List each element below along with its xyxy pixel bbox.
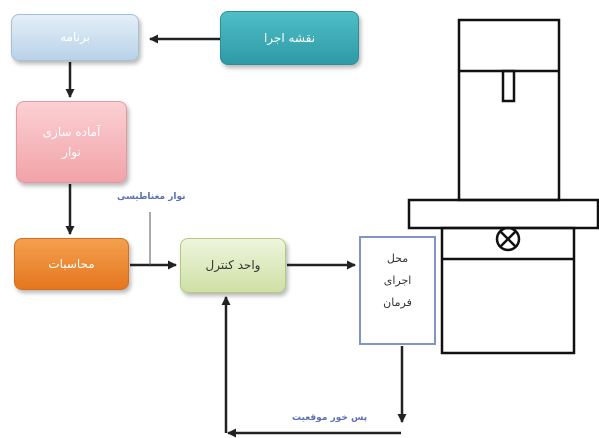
machine-drawing [407,18,599,355]
map-node: نقشه اجرا [220,11,359,65]
map-label: نقشه اجرا [263,30,316,45]
executor-line-1: محل [386,252,409,265]
position-feedback-label: پس خور موقعیت [292,413,368,423]
executor-line-3: فرمان [383,296,412,309]
control-unit-label: واحد کنترل [205,258,261,273]
motor-symbol-icon [495,226,521,252]
executor-node: محل اجرای فرمان [359,236,436,345]
tape-prep-node: آماده سازی نوار [16,101,127,183]
machine-base [440,226,576,355]
calculations-label: محاسبات [48,256,95,271]
program-label: برنامه [60,30,90,45]
program-node: برنامه [11,14,139,61]
spindle-column [457,18,561,202]
calculations-node: محاسبات [14,238,129,290]
tape-prep-line-1: آماده سازی [42,124,101,139]
magnetic-tape-label: نوار مغناطیسی [117,192,186,202]
work-table [407,198,599,230]
spindle-tip [501,69,516,103]
executor-line-2: اجرای [383,274,412,287]
tape-prep-line-2: نوار [62,145,81,159]
control-unit-node: واحد کنترل [180,238,286,293]
